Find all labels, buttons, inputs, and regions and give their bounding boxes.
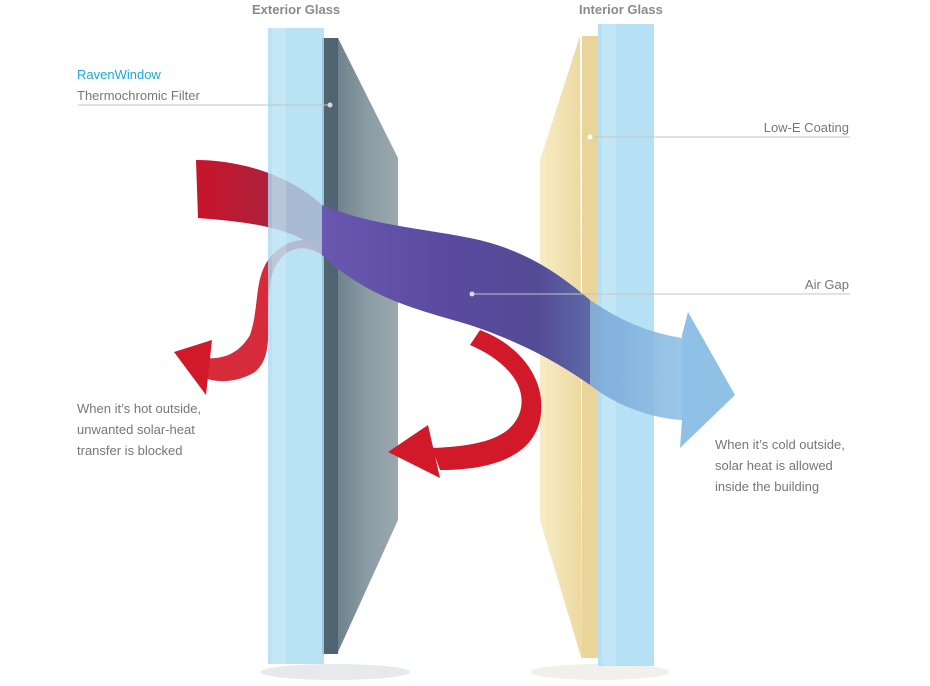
filter-pane-edge bbox=[322, 38, 338, 654]
cold-caption-line-1: When it’s cold outside, bbox=[715, 437, 845, 452]
dot-lowe bbox=[587, 134, 593, 140]
exterior-shadow bbox=[260, 664, 410, 680]
hot-caption-line-2: unwanted solar-heat bbox=[77, 422, 195, 437]
exterior-glass-highlight bbox=[272, 28, 286, 664]
header-exterior-glass: Exterior Glass bbox=[252, 2, 341, 17]
filter-pane-face bbox=[338, 38, 398, 652]
lowe-coating-label: Low-E Coating bbox=[763, 120, 849, 135]
air-gap-label: Air Gap bbox=[804, 277, 849, 292]
heat-arrow-blocked-loop bbox=[204, 240, 322, 382]
exterior-glass-pane bbox=[268, 28, 324, 664]
dot-airgap bbox=[469, 291, 475, 297]
cold-caption-line-3: inside the building bbox=[715, 479, 820, 494]
cold-arrow-band bbox=[590, 300, 682, 420]
heat-arrow-reflected bbox=[432, 330, 542, 470]
solar-flow-band bbox=[322, 205, 590, 385]
dot-filter bbox=[327, 102, 333, 108]
hot-caption-line-3: transfer is blocked bbox=[77, 443, 183, 458]
hot-caption-line-1: When it’s hot outside, bbox=[77, 401, 202, 416]
cold-caption-line-2: solar heat is allowed bbox=[715, 458, 833, 473]
cold-arrow-head bbox=[680, 312, 735, 448]
leader-lines bbox=[78, 104, 850, 295]
brand-label: RavenWindow bbox=[77, 67, 161, 82]
heat-arrow-blocked-head bbox=[174, 340, 212, 395]
header-interior-glass: Interior Glass bbox=[579, 2, 663, 17]
filter-label: Thermochromic Filter bbox=[77, 88, 200, 103]
heat-arrow-reflected-head bbox=[388, 425, 440, 478]
interior-shadow bbox=[530, 664, 670, 680]
